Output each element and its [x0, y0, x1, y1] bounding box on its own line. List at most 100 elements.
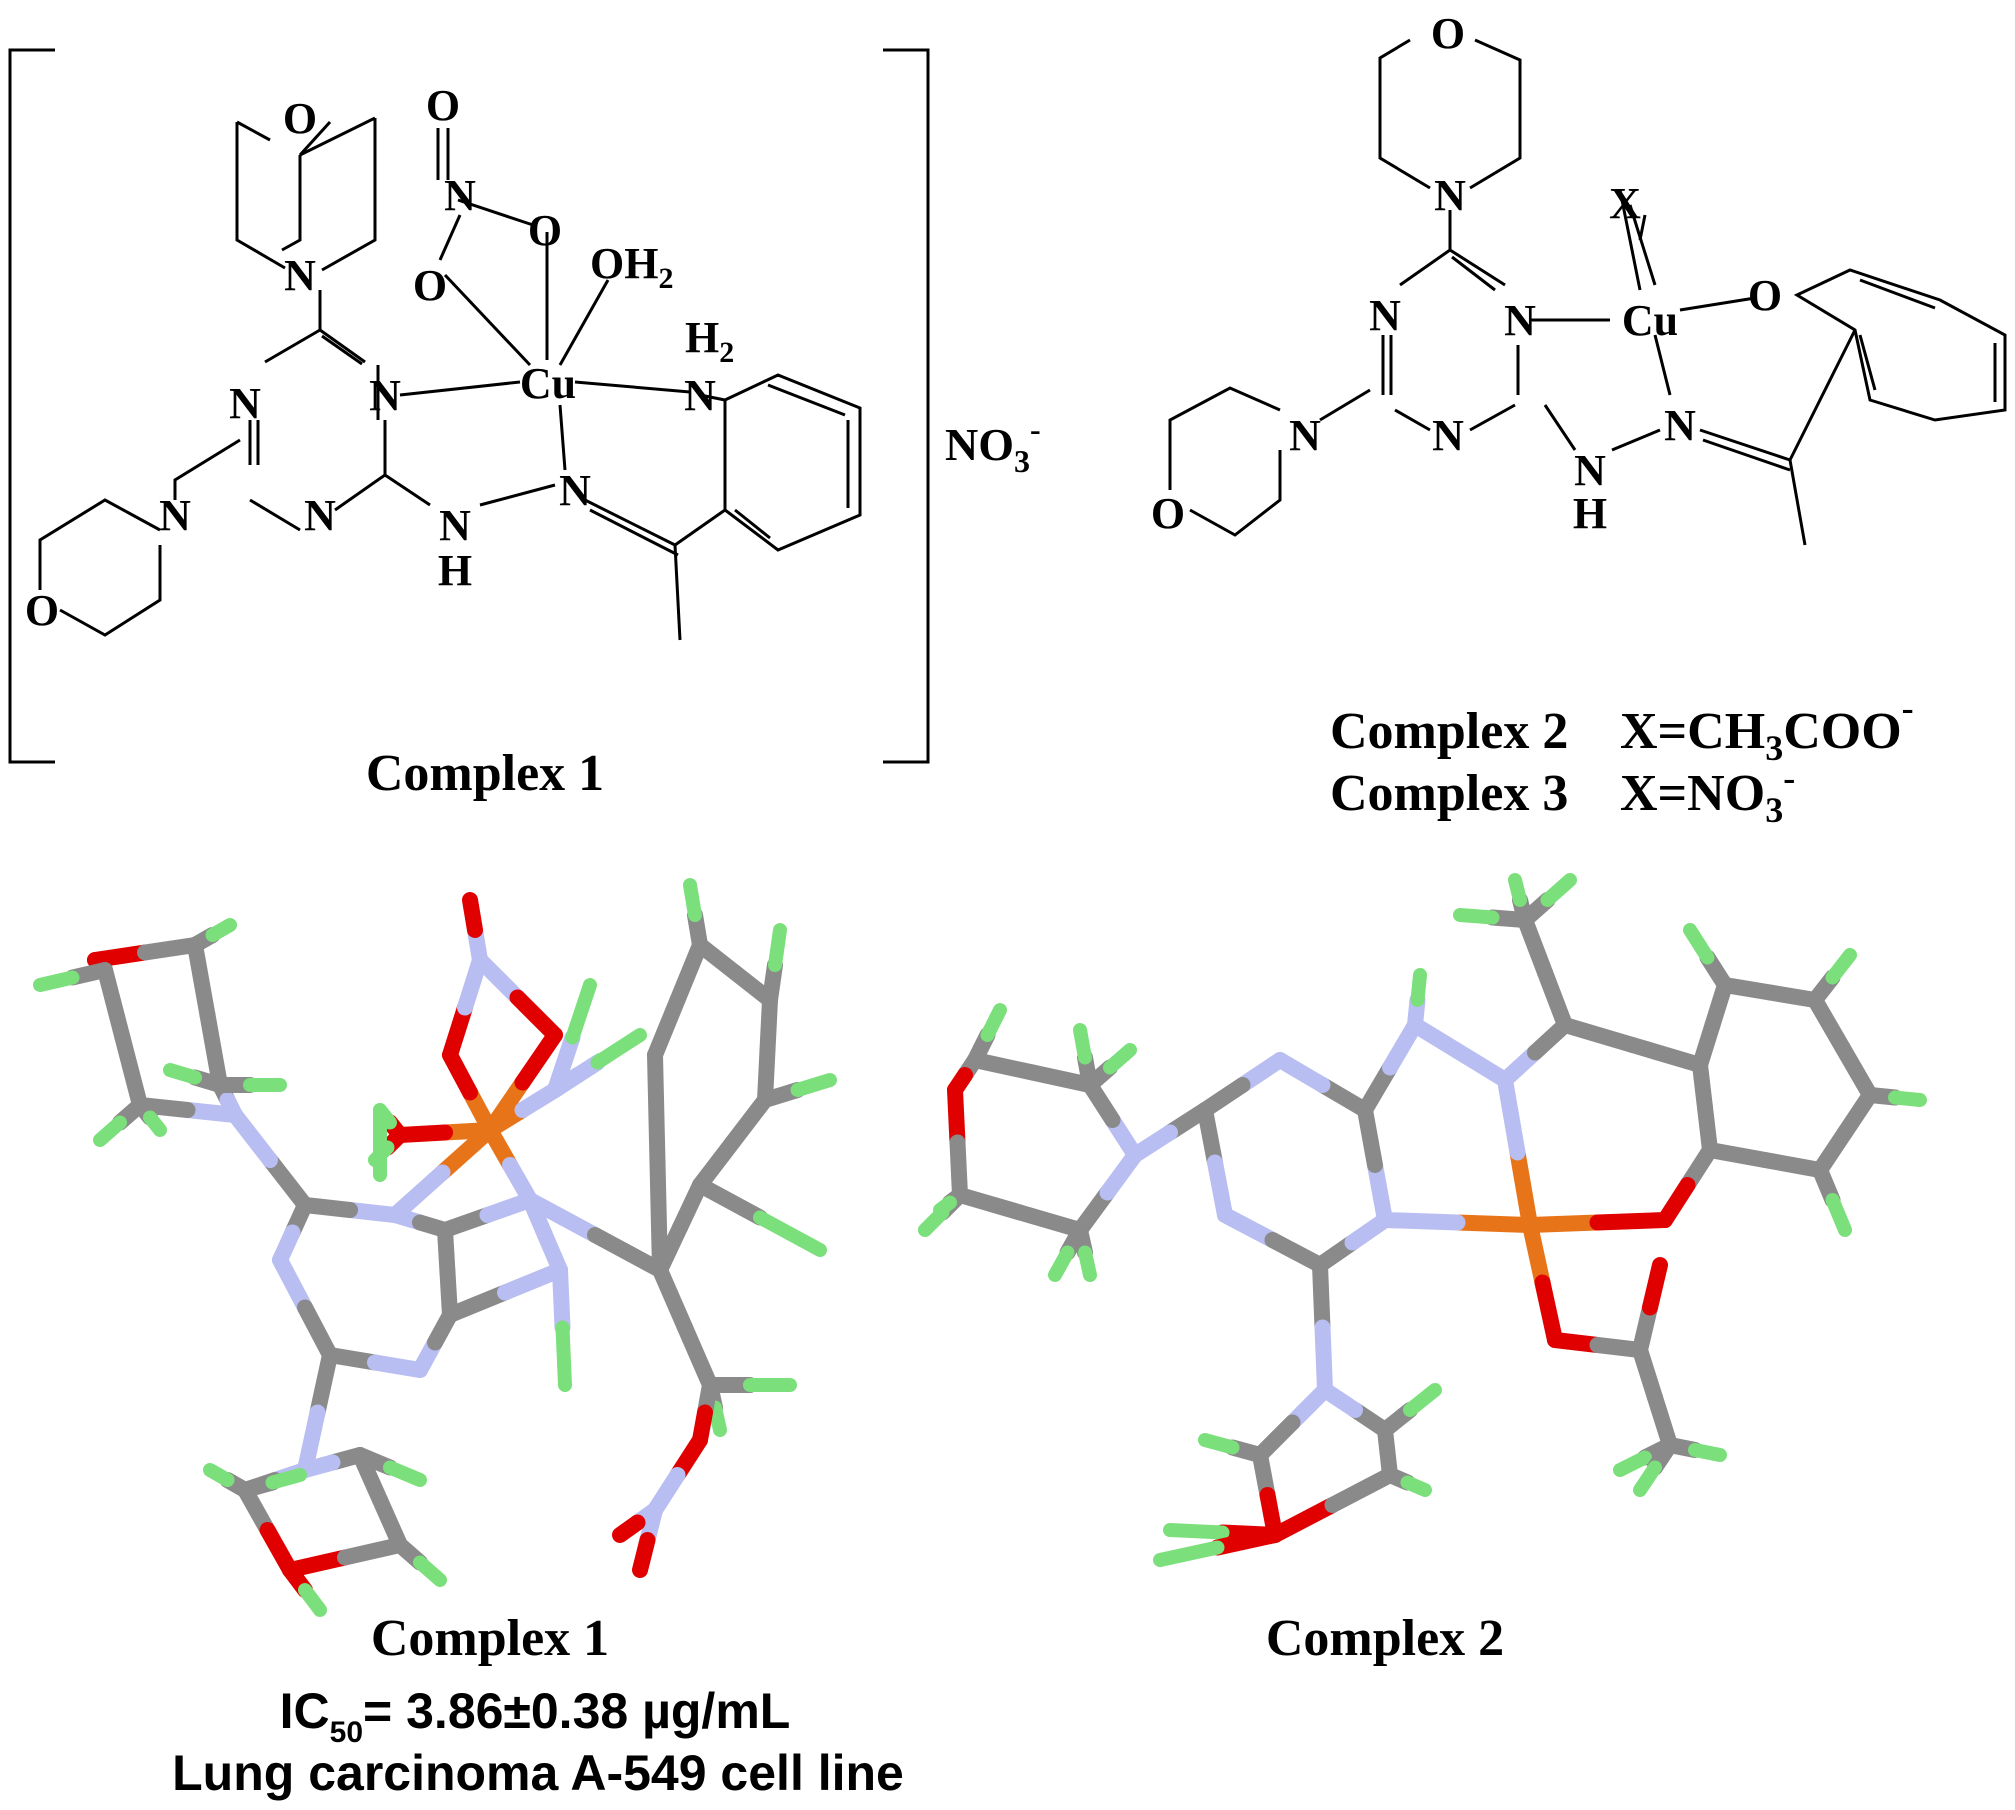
morpholine-left-bonds-2 — [1168, 386, 1282, 537]
c1-bond-35-0 — [669, 937, 708, 1008]
c2-bond-60-1 — [1633, 1460, 1662, 1497]
c2-bond-21-0 — [1807, 992, 1851, 1056]
c1-bond-4-1 — [387, 1164, 451, 1223]
triazine-bonds — [248, 328, 387, 532]
c2-bond-52-1 — [1153, 1540, 1225, 1567]
c1-bond-6-0 — [442, 999, 473, 1063]
c2-bond-7-0 — [1197, 1102, 1223, 1171]
atom-o-morph-top: O — [283, 94, 317, 143]
c2-bond-37-1 — [1073, 1023, 1092, 1065]
ic50-label: IC50= 3.86±0.38 µg/mL — [280, 1683, 791, 1749]
c1-bond-51-1 — [205, 918, 237, 942]
crystal-structure-complex1 — [33, 878, 837, 1617]
c2-bond-18-1 — [1624, 1037, 1708, 1073]
bond-triazine-morph-left — [173, 438, 241, 500]
atom-n-morph-left-2: N — [1289, 411, 1321, 460]
morpholine-top-left — [235, 122, 286, 270]
atom-h2: H2 — [685, 313, 734, 369]
benzene-substituent-2 — [1788, 329, 1857, 461]
c1-bond-20-0 — [272, 1252, 313, 1316]
c1-bond-24-0 — [309, 1347, 338, 1421]
left-bracket — [8, 48, 55, 764]
c2-bond-47-0 — [1267, 1497, 1341, 1543]
atom-n-ring3: N — [304, 491, 336, 540]
c1-bond-61-1 — [298, 1583, 327, 1617]
atom-n-ring3-2: N — [1432, 411, 1464, 460]
c1-bond-67-1 — [612, 1514, 646, 1543]
c2-bond-2-0 — [1509, 1144, 1538, 1233]
cu-x-bond — [1628, 204, 1657, 286]
c2-bond-14-0 — [1537, 964, 1573, 1033]
c2-bond-32-1 — [967, 1052, 1041, 1081]
c2-bond-11-1 — [1410, 968, 1427, 1007]
atom-nh-n-1: N — [439, 501, 471, 550]
atom-x: X — [1609, 179, 1641, 228]
benzene-substituents — [674, 393, 726, 547]
c2-bond-57-0 — [1632, 1342, 1663, 1406]
c1-bond-45-1 — [137, 937, 203, 961]
c2-bond-4-0 — [1367, 1157, 1393, 1228]
morpholine-top-o-bonds — [236, 120, 332, 157]
c2-bond-43-1 — [1048, 1245, 1075, 1282]
atom-nh2-n: N — [684, 371, 716, 420]
c2-bond-44-1 — [1314, 1319, 1333, 1398]
c2-bond-12-1 — [1452, 1044, 1513, 1088]
c2-bond-5-1 — [1272, 1052, 1331, 1093]
c1-bond-28-1 — [677, 1319, 718, 1393]
copper-coordination-bonds-2 — [1530, 189, 1791, 472]
c2-bond-2-1 — [1497, 1072, 1526, 1161]
c1-bond-23-1 — [497, 1262, 568, 1301]
c2-bond-35-1 — [1012, 1204, 1088, 1238]
atom-nh-n-2: N — [1574, 446, 1606, 495]
c2-bond-34-0 — [947, 1082, 966, 1151]
c1-bond-48-1 — [93, 1115, 127, 1147]
counterion-label: NO3- — [945, 411, 1041, 479]
c2-bond-35-0 — [952, 1187, 1028, 1221]
c1-bond-27-1 — [587, 1227, 668, 1278]
c1-bond-11-1 — [565, 978, 597, 1045]
atom-cu-1: Cu — [520, 359, 576, 408]
c2-bond-1-0 — [1522, 1214, 1606, 1233]
c1-bond-53-1 — [163, 1063, 202, 1085]
atom-o-nitrite3: O — [413, 261, 447, 310]
c2-bond-9-1 — [1344, 1212, 1393, 1251]
c2-bond-58-1 — [1613, 1450, 1652, 1477]
legend-complex3-x: X=NO3- — [1620, 758, 1795, 830]
c1-bond-11-0 — [547, 1029, 581, 1098]
c1-bond-56-0 — [282, 1549, 353, 1578]
cell-line-label: Lung carcinoma A-549 cell line — [172, 1745, 904, 1801]
c1-bond-60-1 — [265, 1468, 307, 1490]
c1-bond-41-1 — [227, 1107, 278, 1168]
c2-bond-17-1 — [1540, 873, 1577, 907]
atom-o-morph-left: O — [25, 586, 59, 635]
copper-coordination-bonds — [399, 232, 691, 471]
complex1-caption: Complex 1 — [366, 745, 604, 802]
crystal2-caption: Complex 2 — [1266, 1610, 1504, 1667]
c2-bond-3-0 — [1522, 1217, 1551, 1291]
atom-nh-h-2: H — [1573, 489, 1607, 538]
c2-bond-8-0 — [1217, 1207, 1281, 1248]
atom-n-morph-top: N — [284, 251, 316, 300]
c1-bond-36-0 — [647, 1047, 666, 1171]
c1-bond-46-0 — [187, 937, 216, 1023]
c2-bond-34-1 — [949, 1134, 968, 1203]
c2-bond-3-1 — [1534, 1274, 1563, 1348]
c2-bond-4-1 — [1357, 1102, 1383, 1173]
atom-cu-2: Cu — [1622, 296, 1678, 345]
c1-bond-1-1 — [514, 1027, 563, 1091]
c1-bond-59-1 — [203, 1463, 235, 1487]
atom-n-imine-2: N — [1664, 401, 1696, 450]
atom-n-ring1-2: N — [1369, 291, 1401, 340]
methyl-bond — [673, 544, 682, 641]
c1-bond-10-1 — [590, 1028, 647, 1070]
c1-bond-38-1 — [790, 1073, 837, 1097]
crystal1-caption: Complex 1 — [371, 1610, 609, 1667]
c1-bond-57-0 — [372, 1492, 408, 1553]
c2-bond-41-1 — [933, 1195, 957, 1217]
c2-bond-5-0 — [1314, 1077, 1373, 1118]
atom-nh-h-1: H — [438, 546, 472, 595]
c1-bond-45-0 — [87, 944, 153, 968]
c2-bond-1-1 — [1589, 1212, 1673, 1231]
